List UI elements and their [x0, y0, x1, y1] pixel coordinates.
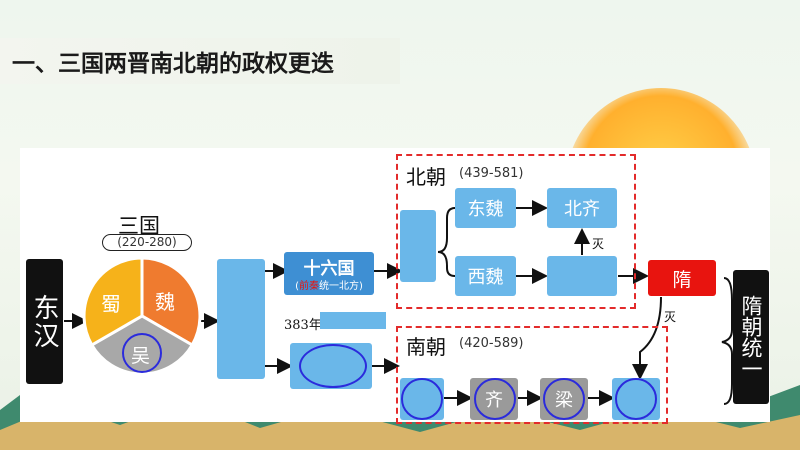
mie-label-north: 灭 — [592, 235, 604, 252]
qi-circle — [474, 378, 516, 420]
southern-dynasties-label: 南朝 — [406, 331, 446, 360]
sixteen-kingdoms-note: (前秦统一北方) — [286, 277, 372, 292]
northern-wei-box — [400, 210, 436, 282]
shu-label: 蜀 — [101, 288, 121, 317]
northern-dynasties-label: 北朝 — [406, 161, 446, 190]
east-wei-box: 东魏 — [455, 188, 516, 228]
sui-label: 隋 — [672, 265, 691, 292]
year-383-blank — [320, 312, 386, 329]
wu-label: 吴 — [131, 341, 150, 368]
unify-bracket — [722, 278, 732, 404]
former-qin-text: 前秦 — [299, 281, 319, 292]
sixteen-kingdoms-label: 十六国 — [284, 254, 374, 279]
liang-circle — [543, 378, 585, 420]
northern-dynasties-years: (439-581) — [459, 166, 523, 181]
year-383-label: 383年 — [284, 314, 322, 333]
three-kingdoms-years: (220-280) — [102, 234, 192, 251]
mie-label-sui: 灭 — [664, 308, 676, 325]
north-zhou-box — [547, 256, 617, 296]
chen-circle — [615, 378, 657, 420]
sui-box: 隋 — [648, 260, 716, 296]
sui-unify-box: 隋朝统一 — [733, 270, 769, 404]
unify-north-text: 统一北方 — [319, 281, 359, 292]
west-wei-box: 西魏 — [455, 256, 516, 296]
west-wei-label: 西魏 — [468, 263, 504, 289]
song-circle — [401, 378, 443, 420]
southern-dynasties-years: (420-589) — [459, 336, 523, 351]
north-qi-box: 北齐 — [547, 188, 617, 228]
eastern-jin-circle — [299, 344, 367, 388]
jin-box — [217, 259, 265, 379]
east-wei-label: 东魏 — [468, 195, 504, 221]
wei-label: 魏 — [155, 286, 175, 315]
north-qi-label: 北齐 — [564, 195, 600, 221]
eastern-han-box: 东汉 — [26, 259, 63, 384]
